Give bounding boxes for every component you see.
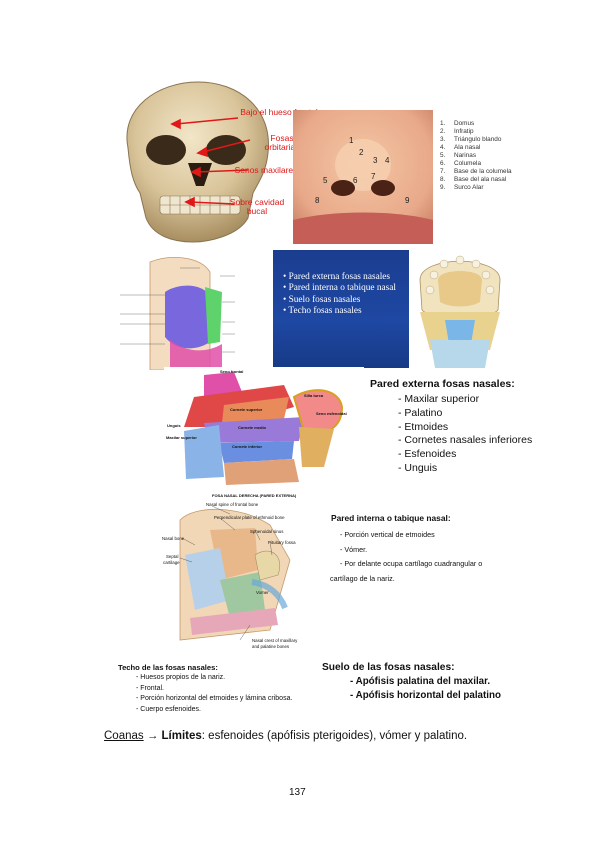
list-item: - Por delante ocupa cartílago cuadrangul… — [340, 559, 483, 569]
slide-item: • Techo fosas nasales — [283, 305, 362, 316]
list-item: - Esfenoides — [398, 448, 457, 461]
label-nasal-bone: Nasal bone — [162, 536, 185, 541]
slide-item: • Suelo fosas nasales — [283, 294, 361, 305]
roof-list: - Huesos propios de la nariz. - Frontal.… — [136, 673, 292, 715]
legend-item: 2.Infratip — [440, 128, 474, 135]
slide-item: • Pared externa fosas nasales — [283, 272, 391, 282]
legend-item: 5.Narinas — [440, 152, 477, 159]
label-seno-frontal: Seno frontal — [220, 369, 244, 374]
lateral-wall-figure: Seno frontal Unguis Maxilar superior Cor… — [164, 367, 364, 501]
skull-figure: Bajo el hueso frontal Fosas orbitarias S… — [108, 78, 318, 246]
lateral-wall-heading: Pared externa fosas nasales: — [370, 378, 515, 390]
list-item: - Huesos propios de la nariz. — [136, 674, 226, 681]
list-item: - Vómer. — [340, 544, 368, 554]
nose-num-1: 1 — [349, 136, 354, 145]
nose-num-5: 5 — [323, 176, 328, 185]
slide-panel: • Pared externa fosas nasales • Pared in… — [273, 250, 409, 368]
roof-heading: Techo de las fosas nasales: — [118, 663, 218, 672]
legend-item: 6.Columela — [440, 160, 481, 167]
list-item: - Cornetes nasales inferiores — [398, 434, 533, 447]
label-nasal-spine: Nasal spine of frontal bone — [206, 502, 259, 507]
legend-item: 8.Base del ala nasal — [440, 176, 507, 183]
floor-list: - Apófisis palatina del maxilar. - Apófi… — [350, 675, 501, 703]
legend-item: 7.Base de la columela — [440, 168, 512, 175]
label-cornete-superior: Cornete superior — [230, 407, 263, 412]
label-cornete-inferior: Cornete inferior — [232, 444, 263, 449]
limites-label: Límites — [161, 730, 202, 742]
nose-legend: 1.Domus 2.Infratip 3.Triángulo blando 4.… — [440, 120, 540, 192]
slide-item: • Pared interna o tabique nasal — [283, 283, 396, 294]
label-septal-line1: Septal — [166, 554, 179, 559]
page-number: 137 — [289, 787, 306, 798]
lateral-wall-list: - Maxilar superior - Palatino - Etmoides… — [398, 393, 532, 476]
coanas-term: Coanas — [104, 730, 144, 742]
list-item: - Apófisis horizontal del palatino — [350, 689, 501, 701]
legend-item: 1.Domus — [440, 120, 475, 127]
list-item: - Etmoides — [398, 420, 449, 433]
nose-num-4: 4 — [385, 156, 390, 165]
list-item: - Unguis — [398, 461, 438, 474]
head-section-illustration — [110, 252, 270, 371]
callout-orbitas: Fosas orbitarias — [264, 133, 300, 153]
floor-heading: Suelo de las fosas nasales: — [322, 662, 455, 673]
legend-item: 3.Triángulo blando — [440, 136, 502, 143]
callout-senos: Senos maxilares — [234, 165, 298, 175]
nose-num-9: 9 — [405, 196, 410, 205]
label-perpendicular-plate: Perpendicular plate of ethmoid bone — [214, 515, 285, 520]
head-section-figure — [110, 252, 270, 371]
label-nasal-crest-line2: and palatine bones — [252, 644, 290, 649]
figure-caption: FOSA NASAL DERECHA (PARED EXTERNA) — [212, 493, 297, 498]
nose-num-2: 2 — [359, 148, 364, 157]
label-unguis: Unguis — [167, 423, 181, 428]
label-maxilar: Maxilar superior — [166, 435, 197, 440]
nose-photo — [293, 110, 433, 244]
palate-figure — [410, 250, 510, 368]
septum-figure: Nasal spine of frontal bone Perpendicula… — [160, 500, 320, 652]
septum-illustration — [160, 500, 320, 652]
label-cornete-medio: Cornete medio — [238, 425, 267, 430]
list-item: - Apófisis palatina del maxilar. — [350, 676, 491, 687]
label-septal-line2: cartilage — [163, 560, 180, 565]
septum-list: - Porción vertical de etmoides - Vómer. … — [330, 528, 510, 586]
skull-illustration — [126, 81, 269, 243]
list-item: - Porción horizontal del etmoides y lámi… — [136, 695, 293, 703]
label-vomer: Vomer — [256, 590, 269, 595]
nose-num-3: 3 — [373, 156, 378, 165]
palate-illustration — [410, 250, 510, 368]
list-item: - Palatino — [398, 406, 443, 419]
nose-figure: 1 2 3 4 5 6 7 8 9 — [293, 110, 433, 244]
list-item: - Frontal. — [136, 684, 165, 692]
label-pituitary-fossa: Pituitary fossa — [268, 540, 296, 545]
callout-bucal-line1: Sobre cavidad — [229, 197, 285, 207]
coanas-paragraph: Coanas → Límites: esfenoides (apófisis p… — [104, 730, 467, 742]
list-item: cartílago de la nariz. — [330, 573, 395, 583]
coanas-text: : esfenoides (apófisis pterigoides), vóm… — [201, 730, 468, 742]
arrow-icon: → — [143, 730, 162, 742]
septum-heading: Pared interna o tabique nasal: — [331, 513, 451, 523]
callout-bucal-line2: bucal — [246, 206, 268, 217]
nose-num-6: 6 — [353, 176, 358, 185]
lateral-wall-illustration — [164, 367, 364, 501]
list-item: - Cuerpo esfenoides. — [136, 705, 201, 713]
callout-frontal: Bajo el hueso frontal — [240, 107, 318, 117]
nose-num-7: 7 — [371, 172, 376, 181]
callout-bucal: Sobre cavidad bucal — [226, 197, 288, 217]
legend-item: 9.Surco Alar — [440, 184, 484, 191]
label-sphenoidal-sinus: Sphenoidal sinus — [250, 529, 284, 534]
nose-num-8: 8 — [315, 196, 320, 205]
list-item: - Porción vertical de etmoides — [340, 530, 435, 539]
legend-item: 4.Ala nasal — [440, 144, 481, 151]
label-silla-turca: Silla turca — [304, 393, 324, 398]
list-item: - Maxilar superior — [398, 393, 480, 405]
label-nasal-crest-line1: Nasal crest of maxillary — [252, 638, 298, 643]
label-seno-esfenoidal: Seno esfenoidal — [316, 411, 347, 416]
